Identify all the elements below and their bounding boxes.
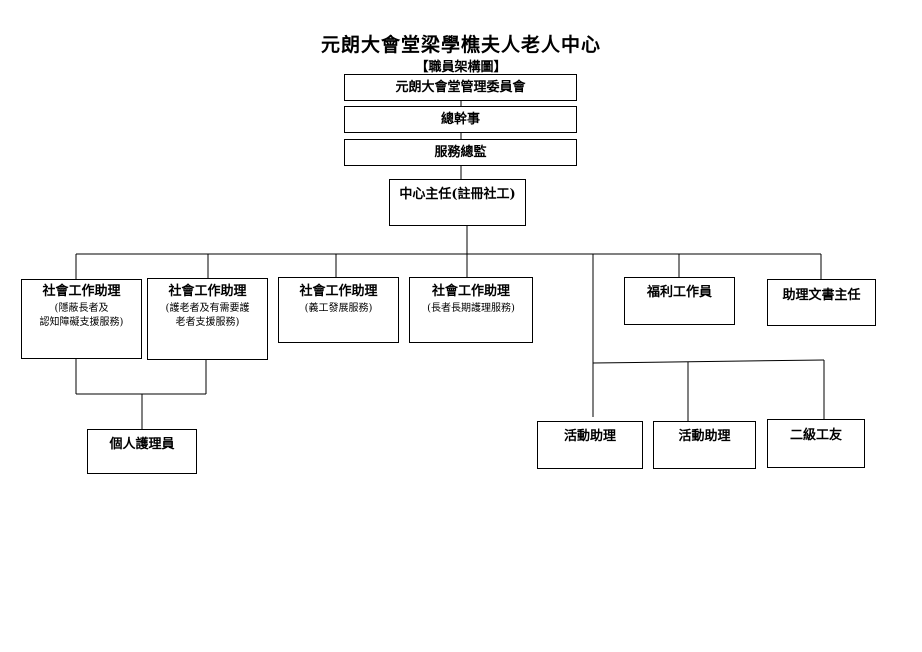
node-service-director-label: 服務總監 xyxy=(434,144,487,160)
node-sw-assistant-3: 社會工作助理 (義工發展服務) xyxy=(278,277,399,343)
node-welfare-worker-label: 福利工作員 xyxy=(646,285,712,300)
node-sw-assistant-2-note: (護老者及有需要護 老者支援服務) xyxy=(165,303,250,328)
node-sw-assistant-1-label: 社會工作助理 xyxy=(42,284,121,299)
chart-title: 元朗大會堂梁學樵夫人老人中心 xyxy=(320,34,601,56)
node-sw-assistant-4-label: 社會工作助理 xyxy=(431,284,510,299)
node-sw-assistant-2: 社會工作助理 (護老者及有需要護 老者支援服務) xyxy=(147,278,268,360)
node-committee-label: 元朗大會堂管理委員會 xyxy=(395,79,526,95)
node-sw-assistant-3-note: (義工發展服務) xyxy=(304,303,373,314)
node-assistant-clerk: 助理文書主任 xyxy=(767,279,876,326)
node-activity-assistant-2-label: 活動助理 xyxy=(678,429,731,444)
connector-activity-branch xyxy=(592,359,825,364)
node-welfare-worker: 福利工作員 xyxy=(624,277,735,325)
chart-subtitle: 【職員架構圖】 xyxy=(415,60,507,75)
node-sw-assistant-1-note: (隱蔽長者及 認知障礙支援服務) xyxy=(39,303,124,328)
node-sw-assistant-1: 社會工作助理 (隱蔽長者及 認知障礙支援服務) xyxy=(21,279,142,359)
node-sw-assistant-4: 社會工作助理 (長者長期護理服務) xyxy=(409,277,533,343)
node-activity-assistant-2: 活動助理 xyxy=(653,421,756,469)
node-workman-2: 二級工友 xyxy=(767,419,865,468)
node-workman-2-label: 二級工友 xyxy=(789,428,842,443)
node-sw-assistant-2-label: 社會工作助理 xyxy=(168,284,247,299)
node-secretary-general: 總幹事 xyxy=(344,106,577,133)
node-activity-assistant-1: 活動助理 xyxy=(537,421,643,469)
node-centre-in-charge-label: 中心主任(註冊社工) xyxy=(399,187,516,202)
node-assistant-clerk-label: 助理文書主任 xyxy=(782,288,861,303)
node-committee: 元朗大會堂管理委員會 xyxy=(344,74,577,101)
node-sw-assistant-3-label: 社會工作助理 xyxy=(299,284,378,299)
node-personal-care-worker-label: 個人護理員 xyxy=(109,437,175,452)
node-service-director: 服務總監 xyxy=(344,139,577,166)
node-personal-care-worker: 個人護理員 xyxy=(87,429,197,474)
node-secretary-general-label: 總幹事 xyxy=(440,111,480,127)
node-activity-assistant-1-label: 活動助理 xyxy=(563,429,616,444)
node-centre-in-charge: 中心主任(註冊社工) xyxy=(389,179,526,226)
node-sw-assistant-4-note: (長者長期護理服務) xyxy=(427,303,515,314)
